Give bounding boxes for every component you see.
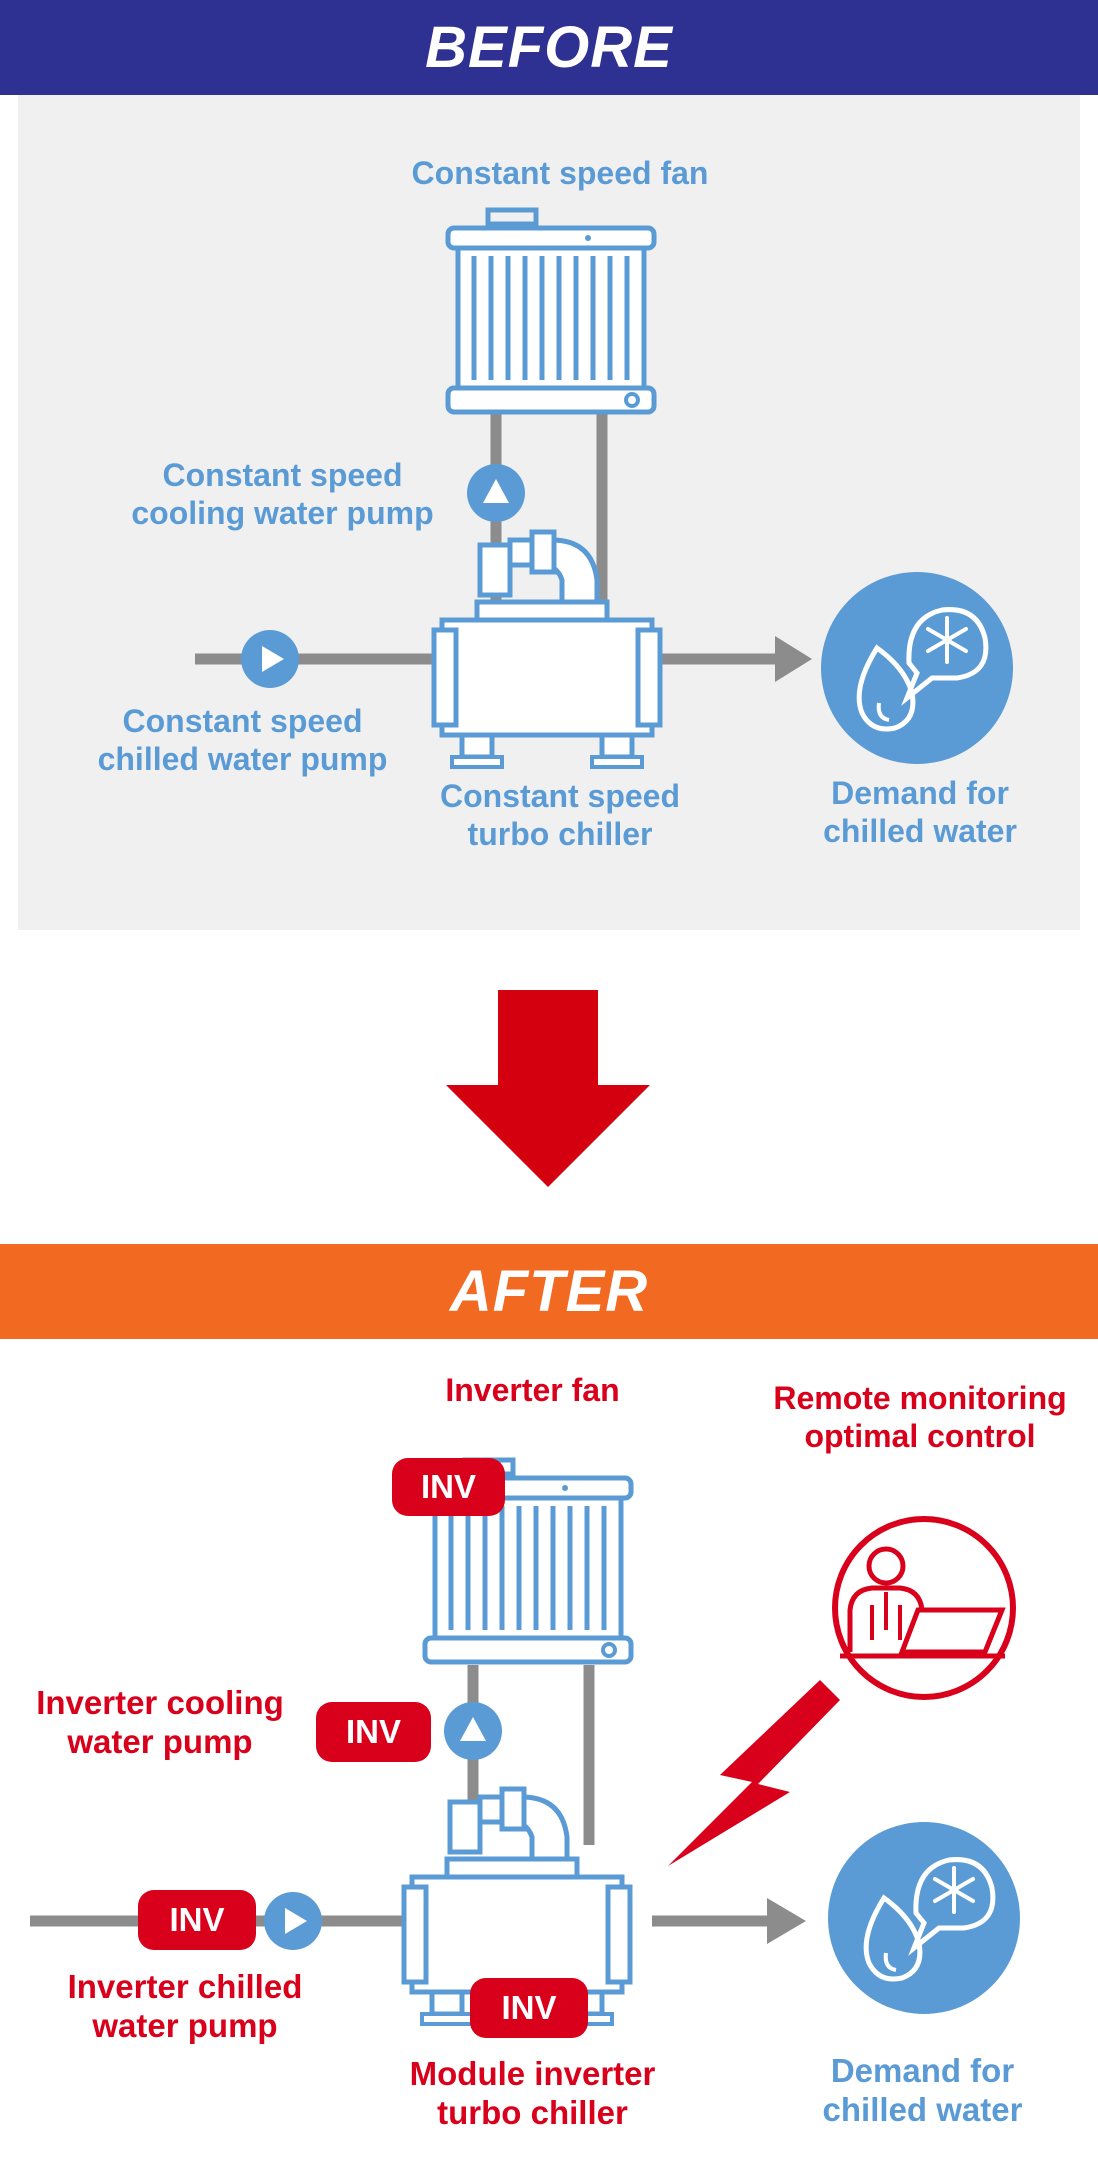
inv-badge-cooling-pump: INV xyxy=(316,1702,431,1762)
before-cooling-pump-label: Constant speed cooling water pump xyxy=(131,457,434,531)
after-demand-label: Demand for chilled water xyxy=(822,2052,1023,2128)
remote-monitoring-icon xyxy=(832,1516,1016,1700)
after-title: AFTER xyxy=(449,1259,649,1324)
before-chilled-pump-label: Constant speed chilled water pump xyxy=(97,703,388,777)
inv-badge-chilled-pump: INV xyxy=(138,1890,256,1950)
after-chilled-pump-icon xyxy=(264,1892,322,1950)
after-chiller-label: Module inverter turbo chiller xyxy=(409,2055,656,2131)
before-fan-label: Constant speed fan xyxy=(411,155,709,191)
before-fan-icon xyxy=(448,210,654,412)
before-chilled-pump-icon xyxy=(241,630,299,688)
inv-badge-fan: INV xyxy=(392,1458,505,1516)
before-title: BEFORE xyxy=(425,15,673,80)
after-cooling-pump-icon xyxy=(444,1702,502,1760)
after-banner: AFTER xyxy=(0,1244,1098,1339)
before-banner: BEFORE xyxy=(0,0,1098,95)
before-flow-arrow xyxy=(775,636,812,682)
transition-arrow-icon xyxy=(446,990,650,1187)
after-remote-label: Remote monitoring optimal control xyxy=(773,1380,1067,1454)
after-fan-label: Inverter fan xyxy=(445,1372,620,1408)
before-demand-icon xyxy=(821,572,1013,764)
before-demand-label: Demand for chilled water xyxy=(823,775,1017,849)
before-chiller-icon xyxy=(434,532,660,767)
after-cooling-pump-label: Inverter cooling water pump xyxy=(36,1684,284,1760)
inv-badge-chiller: INV xyxy=(470,1978,588,2038)
after-chilled-pump-label: Inverter chilled water pump xyxy=(67,1968,303,2044)
signal-bolt-icon xyxy=(668,1680,840,1866)
after-flow-arrow xyxy=(767,1898,806,1944)
after-demand-icon xyxy=(828,1822,1020,2014)
before-chiller-label: Constant speed turbo chiller xyxy=(439,778,681,852)
before-cooling-pump-icon xyxy=(467,464,525,522)
